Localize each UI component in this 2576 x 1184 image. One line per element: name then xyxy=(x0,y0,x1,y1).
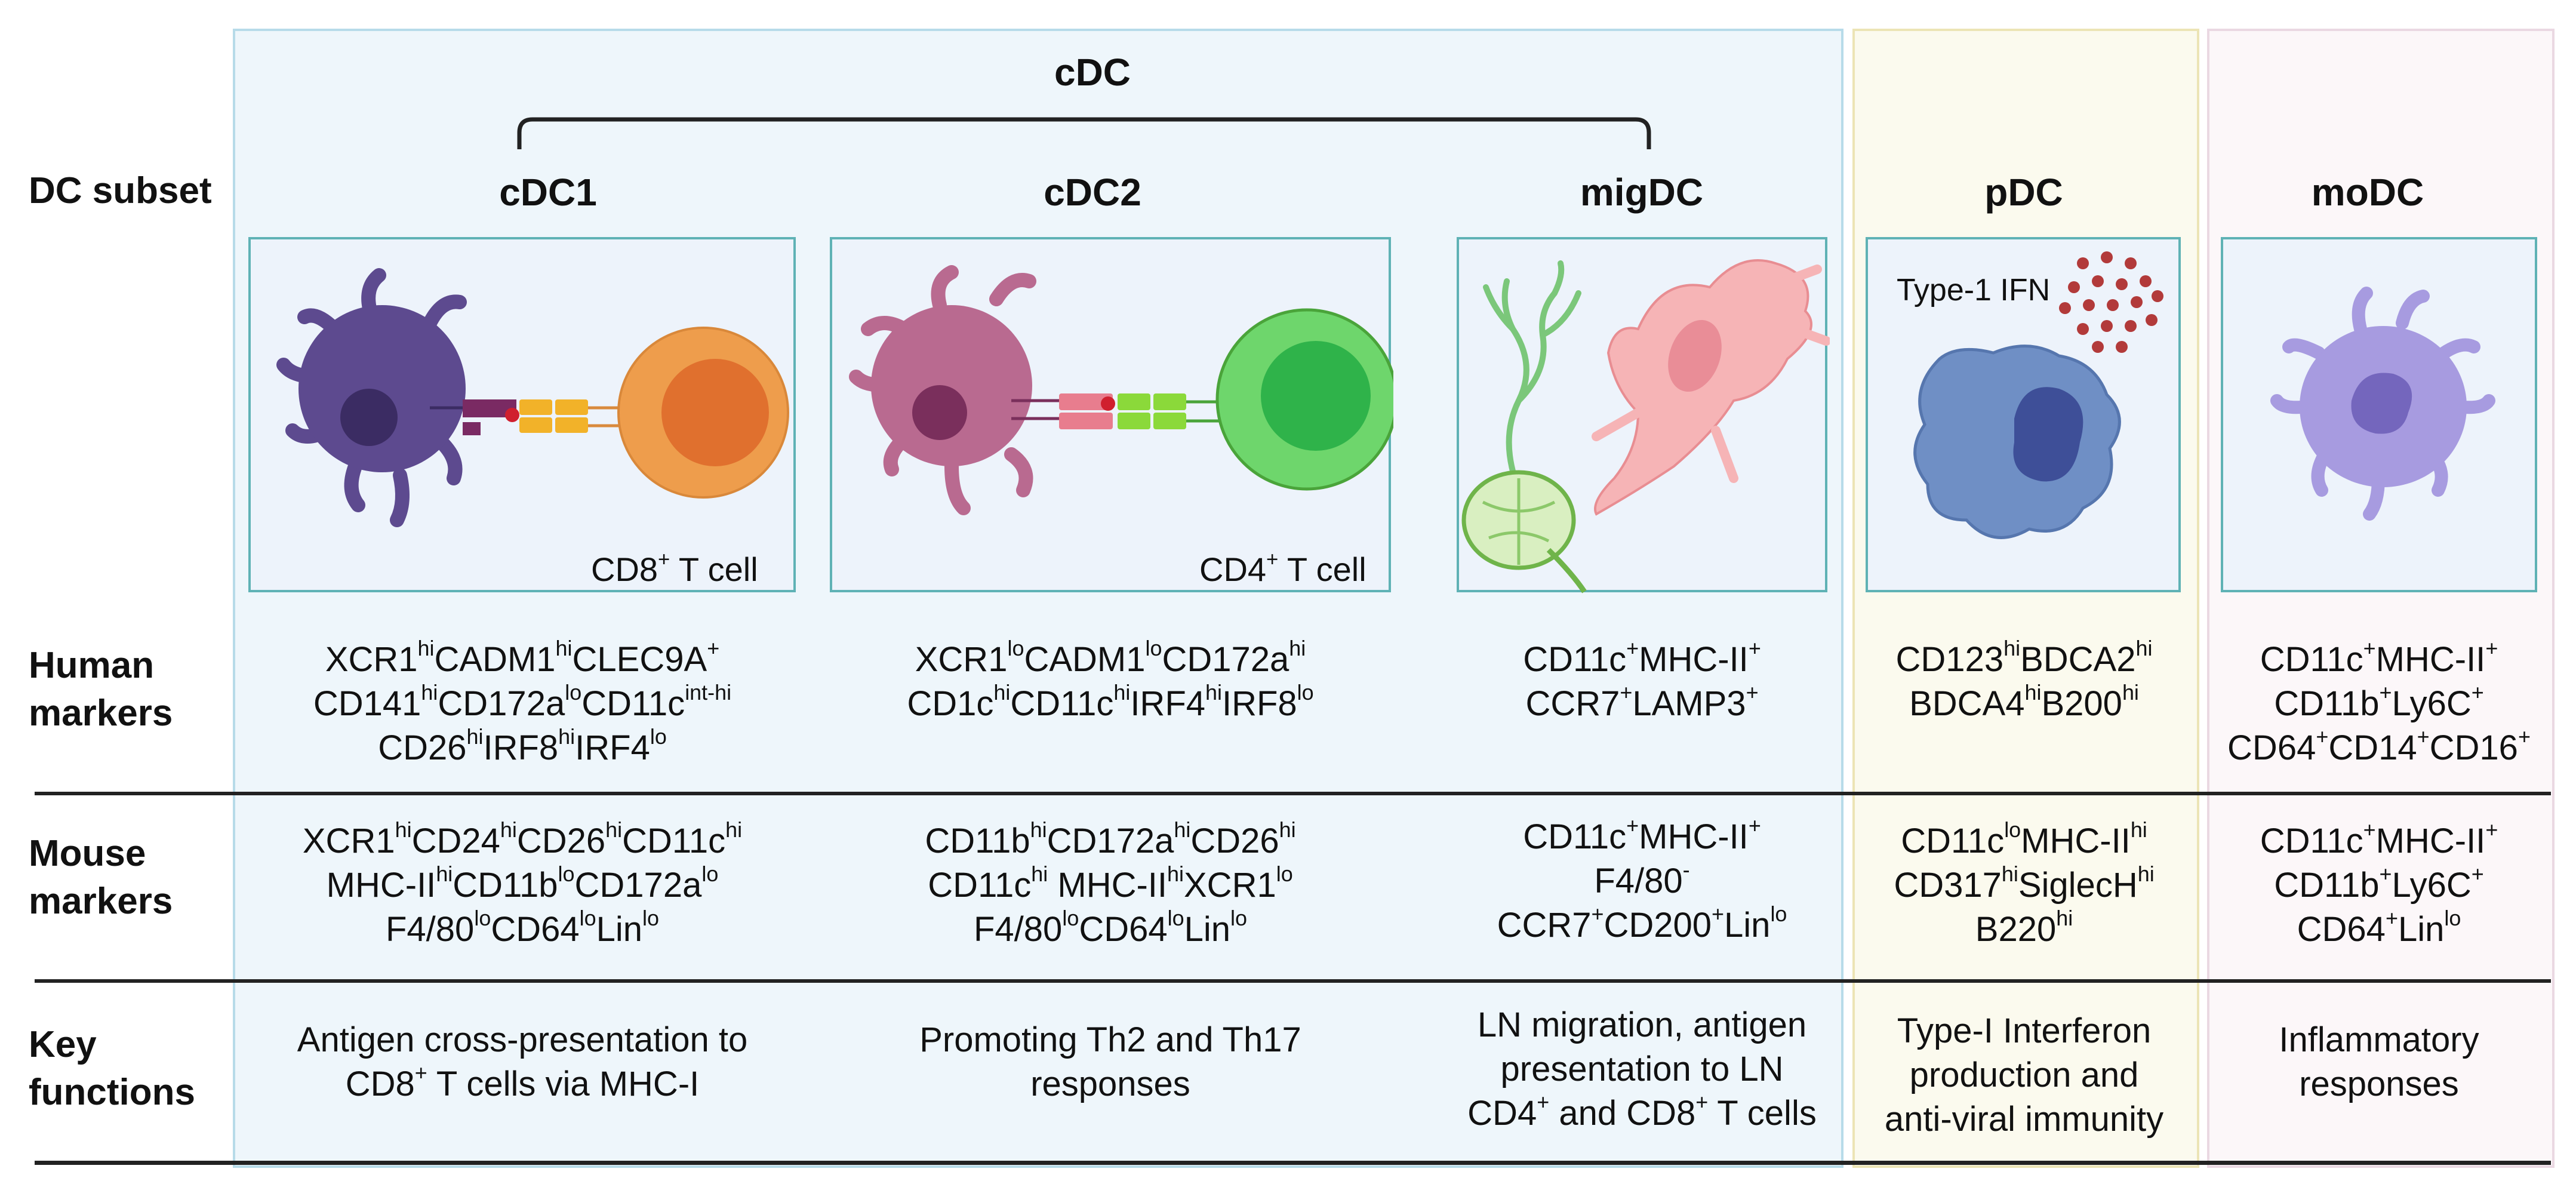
header-pdc: pDC xyxy=(1984,171,2063,214)
text-line: Type-I Interferon xyxy=(1897,1011,2152,1050)
divider-mouse-functions xyxy=(35,979,2551,983)
text-line: F4/80loCD64loLinlo xyxy=(974,906,1247,949)
text-line: CD11b+Ly6C+ xyxy=(2274,862,2484,905)
modc-human-markers: CD11c+MHC-II+CD11b+Ly6C+CD64+CD14+CD16+ xyxy=(2209,638,2549,770)
text-line: CD11c+MHC-II+ xyxy=(2260,636,2498,679)
text-line: anti-viral immunity xyxy=(1884,1100,2164,1139)
text-line: CD11cloMHC-IIhi xyxy=(1901,817,2147,860)
modc-panel xyxy=(2207,29,2555,1168)
lymph-node-icon xyxy=(1461,470,1587,593)
text-line: CD64+CD14+CD16+ xyxy=(2227,724,2531,767)
cdc-group-label: cDC xyxy=(1054,51,1131,94)
text-line: XCR1loCADM1loCD172ahi xyxy=(915,636,1306,679)
pdc-cell-icon xyxy=(1913,345,2121,539)
row-label-dc-subset: DC subset xyxy=(29,170,212,211)
text-line: CD64+Linlo xyxy=(2297,906,2461,949)
text-line: BDCA4hiB200hi xyxy=(1909,680,2139,723)
text-line: F4/80- xyxy=(1594,857,1690,900)
text-line: CD8+ T cells via MHC-I xyxy=(345,1060,700,1103)
text-line: CD11bhiCD172ahiCD26hi xyxy=(925,817,1296,860)
text-line: production and xyxy=(1909,1056,2139,1094)
cd4-tcell-label: CD4+ T cell xyxy=(1199,548,1367,588)
divider-bottom xyxy=(35,1161,2551,1165)
text-line: CD317hiSiglecHhi xyxy=(1894,862,2155,905)
text-line: F4/80loCD64loLinlo xyxy=(386,906,659,949)
cd8-tcell-label: CD8+ T cell xyxy=(591,548,758,588)
text-line: responses xyxy=(2299,1065,2459,1103)
lymphatic-vessel-icon xyxy=(1483,260,1581,484)
text-line: Promoting Th2 and Th17 xyxy=(919,1020,1301,1059)
text-line: CD11b+Ly6C+ xyxy=(2274,680,2484,723)
migdc-human-markers: CD11c+MHC-II+CCR7+LAMP3+ xyxy=(1457,638,1827,726)
text-line: CD123hiBDCA2hi xyxy=(1895,636,2153,679)
cdc2-key-functions: Promoting Th2 and Th17 responses xyxy=(830,1018,1391,1106)
ifn-particles-icon xyxy=(2059,251,2163,353)
text-line: Antigen cross-presentation to xyxy=(297,1020,748,1059)
cdc-panel xyxy=(233,29,1843,1168)
pdc-key-functions: Type-I Interferon production and anti-vira… xyxy=(1855,1009,2193,1142)
cdc1-cell-icon xyxy=(276,268,467,527)
text-line: XCR1hiCADM1hiCLEC9A+ xyxy=(325,636,720,679)
cdc-bracket xyxy=(517,117,1651,149)
modc-mouse-markers: CD11c+MHC-II+CD11b+Ly6C+CD64+Linlo xyxy=(2209,819,2549,952)
text-line: responses xyxy=(1030,1065,1190,1103)
text-line: B220hi xyxy=(1975,906,2073,949)
text-line: CCR7+CD200+Linlo xyxy=(1497,902,1787,945)
modc-illustration xyxy=(2221,237,2537,592)
text-line: CCR7+LAMP3+ xyxy=(1525,680,1759,723)
cdc2-cell-icon xyxy=(849,265,1036,515)
pdc-panel xyxy=(1852,29,2199,1168)
text-line: CD11c+MHC-II+ xyxy=(1523,636,1761,679)
cd4-tcell-icon xyxy=(1215,308,1393,491)
text-line: LN migration, antigen xyxy=(1477,1005,1807,1044)
text-line: CD4+ and CD8+ T cells xyxy=(1467,1090,1817,1133)
header-cdc1: cDC1 xyxy=(499,171,597,214)
pdc-illustration: Type-1 IFN xyxy=(1866,237,2181,592)
text-line: CD1chiCD11chiIRF4hiIRF8lo xyxy=(907,680,1314,723)
migdc-mouse-markers: CD11c+MHC-II+F4/80-CCR7+CD200+Linlo xyxy=(1457,815,1827,948)
cdc1-human-markers: XCR1hiCADM1hiCLEC9A+CD141hiCD172aloCD11c… xyxy=(251,638,794,770)
modc-key-functions: Inflammatory responses xyxy=(2209,1018,2549,1106)
cdc2-illustration: CD4+ T cell xyxy=(830,237,1393,592)
text-line: presentation to LN xyxy=(1500,1050,1784,1088)
migdc-cell-icon xyxy=(1592,259,1830,516)
modc-cell-icon xyxy=(2270,287,2495,521)
text-line: CD26hiIRF8hiIRF4lo xyxy=(378,724,667,767)
divider-human-mouse xyxy=(35,792,2551,795)
migdc-illustration xyxy=(1457,237,1830,593)
header-migdc: migDC xyxy=(1580,171,1704,214)
type1-ifn-label: Type-1 IFN xyxy=(1897,273,2051,307)
cd8-tcell-icon xyxy=(617,327,789,499)
text-line: CD11c+MHC-II+ xyxy=(2260,817,2498,860)
header-cdc2: cDC2 xyxy=(1044,171,1141,214)
text-line: Inflammatory xyxy=(2279,1020,2479,1059)
header-modc: moDC xyxy=(2311,171,2424,214)
text-line: XCR1hiCD24hiCD26hiCD11chi xyxy=(302,817,743,860)
text-line: CD141hiCD172aloCD11cint-hi xyxy=(313,680,732,723)
text-line: CD11chi MHC-IIhiXCR1lo xyxy=(928,862,1293,905)
cdc1-illustration: CD8+ T cell xyxy=(248,237,796,592)
text-line: CD11c+MHC-II+ xyxy=(1523,813,1761,856)
text-line: MHC-IIhiCD11bloCD172alo xyxy=(326,862,719,905)
cdc2-receptor-complex-icon xyxy=(1011,393,1220,429)
